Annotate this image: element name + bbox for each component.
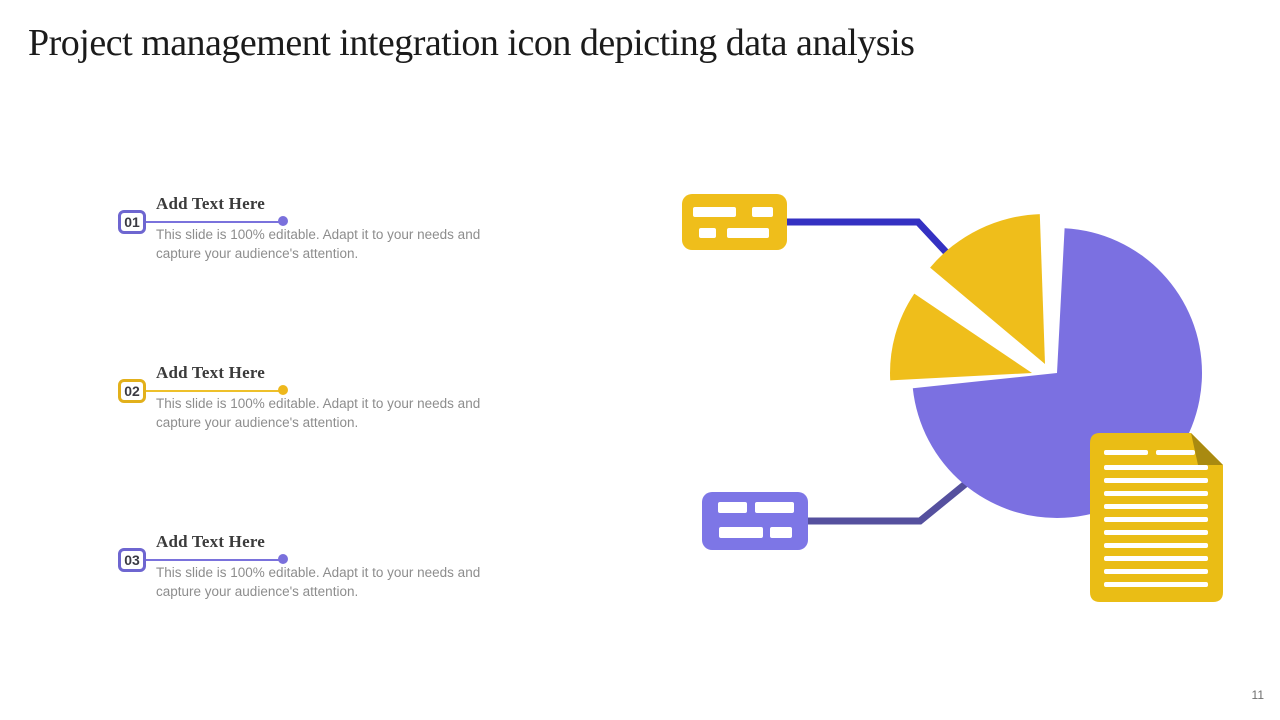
item-heading: Add Text Here — [156, 363, 266, 382]
purple-connector-line — [808, 465, 988, 525]
item-number-badge: 01 — [118, 210, 146, 234]
item-number-badge: 03 — [118, 548, 146, 572]
connector-dot-icon — [278, 554, 288, 564]
list-item-02: Add Text Here 02 This slide is 100% edit… — [0, 363, 560, 477]
list-item-01: Add Text Here 01 This slide is 100% edit… — [0, 194, 560, 308]
connector-line — [146, 559, 279, 561]
item-heading: Add Text Here — [156, 532, 266, 551]
item-body-text: This slide is 100% editable. Adapt it to… — [156, 227, 481, 261]
item-body-text: This slide is 100% editable. Adapt it to… — [156, 565, 481, 599]
pie-slice-yellow-large — [930, 214, 1045, 364]
pie-slice-yellow-small — [890, 293, 1032, 381]
folded-corner-icon — [1191, 433, 1223, 465]
connector-dot-icon — [278, 385, 288, 395]
yellow-data-card-icon — [682, 194, 787, 250]
connector-dot-icon — [278, 216, 288, 226]
item-heading: Add Text Here — [156, 194, 266, 213]
connector-line — [146, 221, 279, 223]
list-item-03: Add Text Here 03 This slide is 100% edit… — [0, 532, 560, 646]
document-icon — [1090, 433, 1223, 602]
item-number-badge: 02 — [118, 379, 146, 403]
page-title: Project management integration icon depi… — [28, 22, 915, 64]
page-number: 11 — [1251, 688, 1264, 702]
purple-data-card-icon — [702, 492, 808, 550]
item-body-text: This slide is 100% editable. Adapt it to… — [156, 396, 481, 430]
connector-line — [146, 390, 279, 392]
data-analysis-graphic — [682, 194, 1223, 602]
